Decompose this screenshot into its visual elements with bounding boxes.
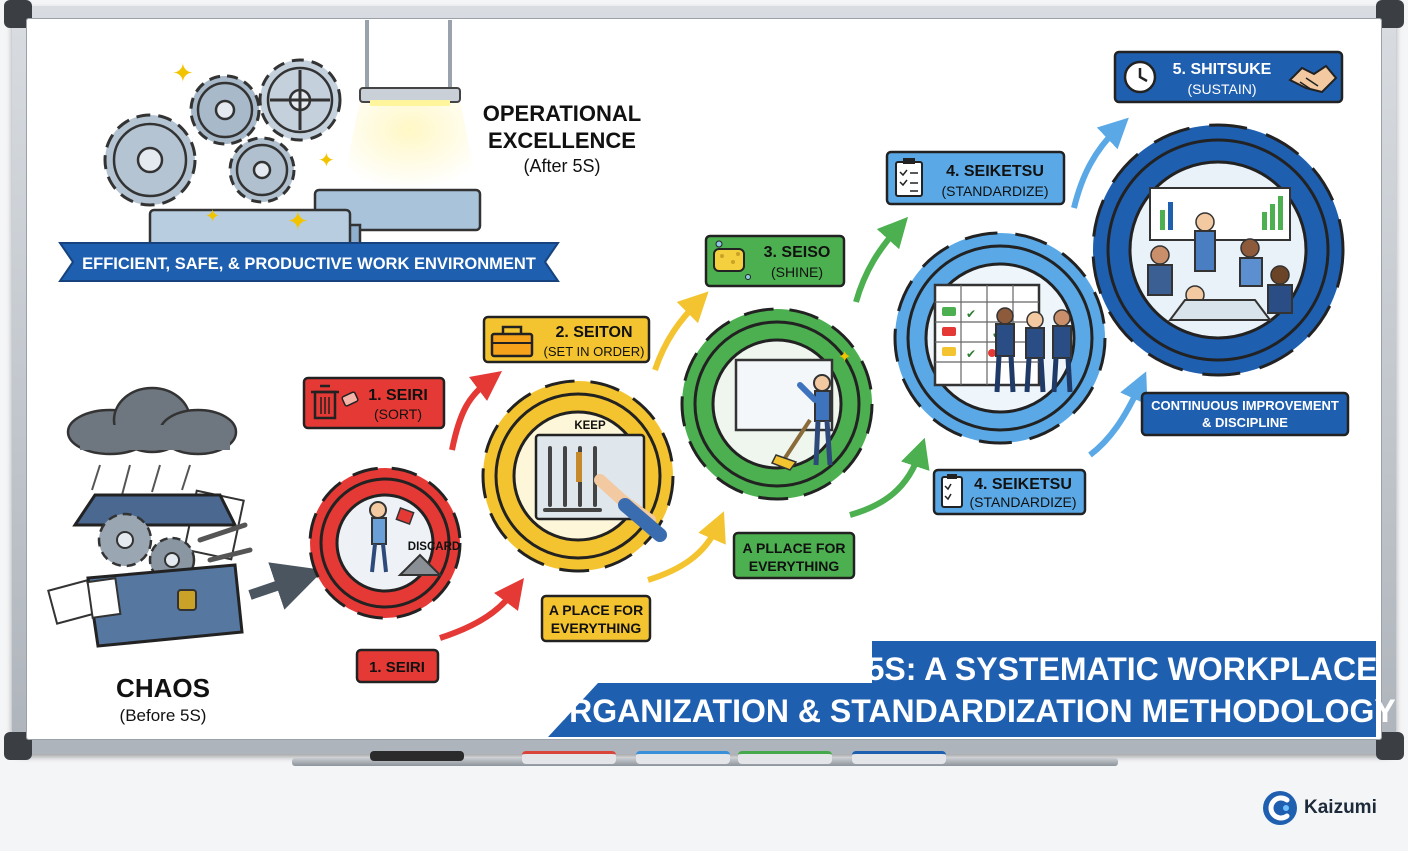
- seiso-subtitle: (SHINE): [771, 264, 823, 280]
- clipboard-icon: [941, 474, 963, 508]
- seiso-bottom-box: [732, 531, 856, 580]
- red-marker: [522, 751, 616, 764]
- team-meeting: [1147, 212, 1293, 321]
- svg-text:✔: ✔: [966, 307, 976, 321]
- excellence-subtitle: (After 5S): [523, 156, 600, 176]
- seiketsu-label-box: [885, 150, 1066, 206]
- seiketsu-subtitle: (STANDARDIZE): [941, 183, 1048, 199]
- excellence-title-line1: OPERATIONAL: [483, 101, 641, 126]
- navy-marker: [852, 751, 946, 764]
- seiri-bottom-box: [355, 648, 440, 684]
- sparkle-icon: ✦: [287, 206, 309, 236]
- cloud-icon: [66, 386, 238, 456]
- seiri-gear-label: DISCARD: [408, 541, 460, 553]
- gear-icon: [103, 113, 197, 207]
- gear-icon: [97, 512, 153, 568]
- arrow-icon: [449, 370, 502, 451]
- green-marker: [738, 751, 832, 764]
- seiton-subtitle: (SET IN ORDER): [544, 344, 645, 359]
- step-seiri: DISCARD 1. SEIRI (SORT) 1. SEIRI: [302, 370, 525, 684]
- seiso-bottom-line1: A PLLACE FOR: [743, 540, 846, 556]
- shitsuke-title: 5. SHITSUKE: [1173, 61, 1272, 78]
- shitsuke-bottom-line2: & DISCIPLINE: [1202, 415, 1288, 430]
- sponge-icon: [713, 240, 751, 280]
- seiketsu-title: 4. SEIKETSU: [946, 163, 1044, 180]
- main-title-line1: 5S: A SYSTEMATIC WORKPLACE: [867, 651, 1378, 687]
- toolbox-icon: [490, 325, 534, 358]
- tag-icon: [341, 391, 359, 407]
- shitsuke-label-box: [1113, 50, 1344, 104]
- brand-name: Kaizumi: [1304, 797, 1377, 818]
- brand-logo: Kaizumi: [1262, 790, 1377, 826]
- chaos-scene: CHAOS (Before 5S): [47, 386, 324, 725]
- gear-icon: [258, 58, 342, 142]
- arrow-icon: [248, 562, 324, 610]
- sparkle-icon: ✦: [838, 349, 851, 366]
- seiketsu-lower-title: 4. SEIKETSU: [974, 476, 1072, 493]
- step-seiketsu: ✔ ✔ ✔ 4. SEIKETSU (STANDARDIZE): [885, 117, 1148, 516]
- black-marker: [370, 751, 464, 761]
- sparkle-icon: ✦: [205, 206, 220, 226]
- svg-text:✔: ✔: [966, 347, 976, 361]
- shitsuke-subtitle: (SUSTAIN): [1188, 81, 1257, 97]
- trash-icon: [311, 384, 339, 420]
- seiso-title: 3. SEISO: [764, 244, 831, 261]
- seiton-bottom-line2: EVERYTHING: [551, 620, 642, 636]
- kaizumi-logo-icon: [1263, 791, 1297, 825]
- seiton-bottom-box: [540, 594, 652, 643]
- excellence-title-line2: EXCELLENCE: [488, 128, 636, 153]
- arrow-icon: [853, 216, 909, 303]
- arrow-icon: [1088, 371, 1148, 458]
- gear-icon: [1091, 123, 1345, 377]
- clipboard-icon: [895, 158, 923, 197]
- seiri-title: 1. SEIRI: [368, 387, 428, 404]
- worker-group: [994, 307, 1073, 393]
- step-seiton: KEEP 2. SEITON (SET IN ORDER) A PLACE FO…: [481, 291, 726, 643]
- chaos-subtitle: (Before 5S): [120, 706, 207, 725]
- seiri-label-box: [302, 376, 446, 430]
- shitsuke-bottom-box: [1140, 391, 1350, 437]
- seiton-gear-label: KEEP: [574, 420, 606, 432]
- seiketsu-lower-subtitle: (STANDARDIZE): [969, 494, 1076, 510]
- seiso-bottom-line2: EVERYTHING: [749, 558, 840, 574]
- seiton-bottom-line1: A PLACE FOR: [549, 602, 643, 618]
- sparkle-icon: ✦: [318, 150, 335, 172]
- handshake-icon: [1288, 64, 1338, 94]
- chaos-title: CHAOS: [116, 673, 210, 703]
- gear-icon: [228, 136, 296, 204]
- arrow-icon: [1071, 117, 1129, 209]
- step-shitsuke: 5. SHITSUKE (SUSTAIN) CONTINUOUS IMPROVE…: [1091, 50, 1350, 437]
- arrow-icon: [439, 578, 525, 641]
- sparkle-icon: ✦: [172, 58, 194, 88]
- arrow-icon: [652, 291, 709, 371]
- gear-icon: [189, 74, 261, 146]
- shitsuke-bottom-line1: CONTINUOUS IMPROVEMENT: [1151, 398, 1339, 413]
- main-title-banner: 5S: A SYSTEMATIC WORKPLACE ORGANIZATION …: [544, 641, 1396, 737]
- arrow-icon: [647, 511, 726, 583]
- arrow-icon: [849, 437, 930, 518]
- clock-icon: [1123, 60, 1157, 94]
- operational-excellence-scene: ✦ ✦ ✦ ✦ EFFICIENT, SAFE, & PRODUCTIVE WO…: [58, 20, 641, 282]
- main-title-line2: ORGANIZATION & STANDARDIZATION METHODOLO…: [544, 693, 1396, 729]
- step-seiso: ✦ 3. SEISO (SHINE) A PLLACE FOR EVERYTHI…: [680, 216, 930, 580]
- seiri-subtitle: (SORT): [374, 406, 422, 422]
- seiton-title: 2. SEITON: [555, 324, 632, 341]
- excellence-banner-text: EFFICIENT, SAFE, & PRODUCTIVE WORK ENVIR…: [82, 255, 536, 273]
- blue-marker: [636, 751, 730, 764]
- seiketsu-lower-box: [932, 468, 1087, 516]
- seiri-bottom-label: 1. SEIRI: [369, 659, 425, 676]
